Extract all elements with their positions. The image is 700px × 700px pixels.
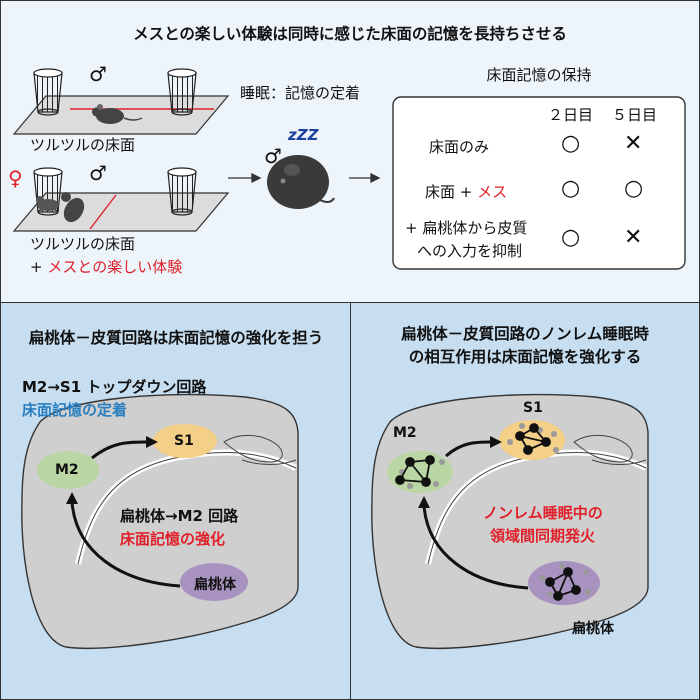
row1-day5: ✕: [624, 131, 643, 156]
br-title-line2: の相互作用は床面記憶を強化する: [408, 348, 642, 366]
arrow-to-sleep: [228, 172, 262, 184]
arrow-m2-to-s1-right: [445, 440, 491, 458]
bl-m2-label: M2: [55, 462, 79, 478]
red-line-2: [89, 194, 117, 230]
female-symbol: ♀: [8, 166, 23, 190]
row3-day5: ✕: [624, 225, 643, 250]
col-header-day2: ２日目: [548, 106, 594, 124]
m2-region-right: [387, 451, 453, 493]
row2-label: 床面 + メス: [425, 181, 507, 202]
amygdala-network: [545, 567, 581, 601]
bl-amygdala-sub: 床面記憶の強化: [120, 530, 226, 548]
bl-amygdala-pathway: 扁桃体→M2 回路: [120, 507, 239, 525]
row1-day2: ○: [561, 131, 581, 156]
sleeping-mouse: [267, 155, 335, 209]
s1-region-right: [499, 420, 565, 460]
br-s1-label: S1: [523, 400, 543, 416]
col-header-day5: ５日目: [612, 106, 658, 124]
s1-region-left: [153, 424, 217, 458]
male-symbol-2: ♂: [89, 161, 107, 185]
row2-label-female: メス: [477, 183, 508, 201]
br-title-line1: 扁桃体－皮質回路のノンレム睡眠時: [401, 325, 649, 343]
retention-title: 床面記憶の保持: [486, 66, 592, 84]
row2-day2: ○: [561, 176, 581, 201]
cage-right-1: [167, 68, 197, 116]
arrow-m2-to-s1-left: [91, 440, 147, 460]
arrow-amygdala-to-m2-left: [70, 501, 181, 588]
top-title: メスとの楽しい体験は同時に感じた床面の記憶を長持ちさせる: [133, 25, 567, 43]
row1-label: 床面のみ: [429, 138, 490, 156]
sleep-label: 睡眠：記憶の定着: [240, 84, 361, 102]
female-experience-label: + メスとの楽しい体験: [30, 256, 182, 277]
male-symbol-1: ♂: [89, 62, 107, 86]
mouse-male-2: [61, 192, 85, 223]
amygdala-region-left: [180, 563, 248, 601]
cage-left-1: [33, 68, 63, 116]
bl-pathway-sub: 床面記憶の定着: [22, 401, 128, 419]
cage-right-2: [167, 167, 197, 216]
floor-label-2: ツルツルの床面: [30, 235, 136, 253]
row3-day2: ○: [561, 225, 581, 250]
row2-label-main: 床面 +: [425, 183, 478, 201]
m2-region-left: [37, 451, 99, 489]
br-sync-line2: 領域間同期発火: [490, 527, 596, 545]
m2-network: [395, 455, 435, 487]
bl-s1-label: S1: [174, 433, 194, 449]
bl-pathway-title: M2→S1 トップダウン回路: [22, 378, 207, 396]
female-experience-text: メスとの楽しい体験: [47, 258, 183, 276]
retention-table-box: [392, 96, 686, 270]
br-brain-diagram: [371, 393, 649, 649]
br-amygdala-label: 扁桃体: [572, 621, 614, 637]
row2-day5: ○: [624, 176, 644, 201]
arrow-amygdala-to-m2-right: [422, 505, 529, 590]
mouse-female: [36, 196, 59, 211]
bl-amygdala-label: 扁桃体: [194, 577, 236, 593]
top-illustration: [12, 68, 686, 270]
arrow-to-result: [349, 172, 381, 184]
s1-network: [515, 423, 551, 455]
br-sync-line1: ノンレム睡眠中の: [483, 504, 603, 522]
male-symbol-sleep: ♂: [264, 144, 282, 168]
mouse-male-1: [92, 104, 143, 124]
plus-sign: +: [30, 258, 48, 276]
zzz-text: zZZ: [288, 126, 319, 144]
row3-label-line1: + 扁桃体から皮質: [405, 219, 528, 237]
inactive-neurons: [399, 423, 591, 597]
hippocampus-left: [223, 435, 283, 463]
bl-title: 扁桃体－皮質回路は床面記憶の強化を担う: [28, 329, 324, 347]
floor-label-1: ツルツルの床面: [30, 136, 136, 154]
bl-brain-diagram: [21, 393, 299, 649]
row3-label-line2: への入力を抑制: [417, 242, 523, 260]
br-m2-label: M2: [393, 425, 417, 441]
